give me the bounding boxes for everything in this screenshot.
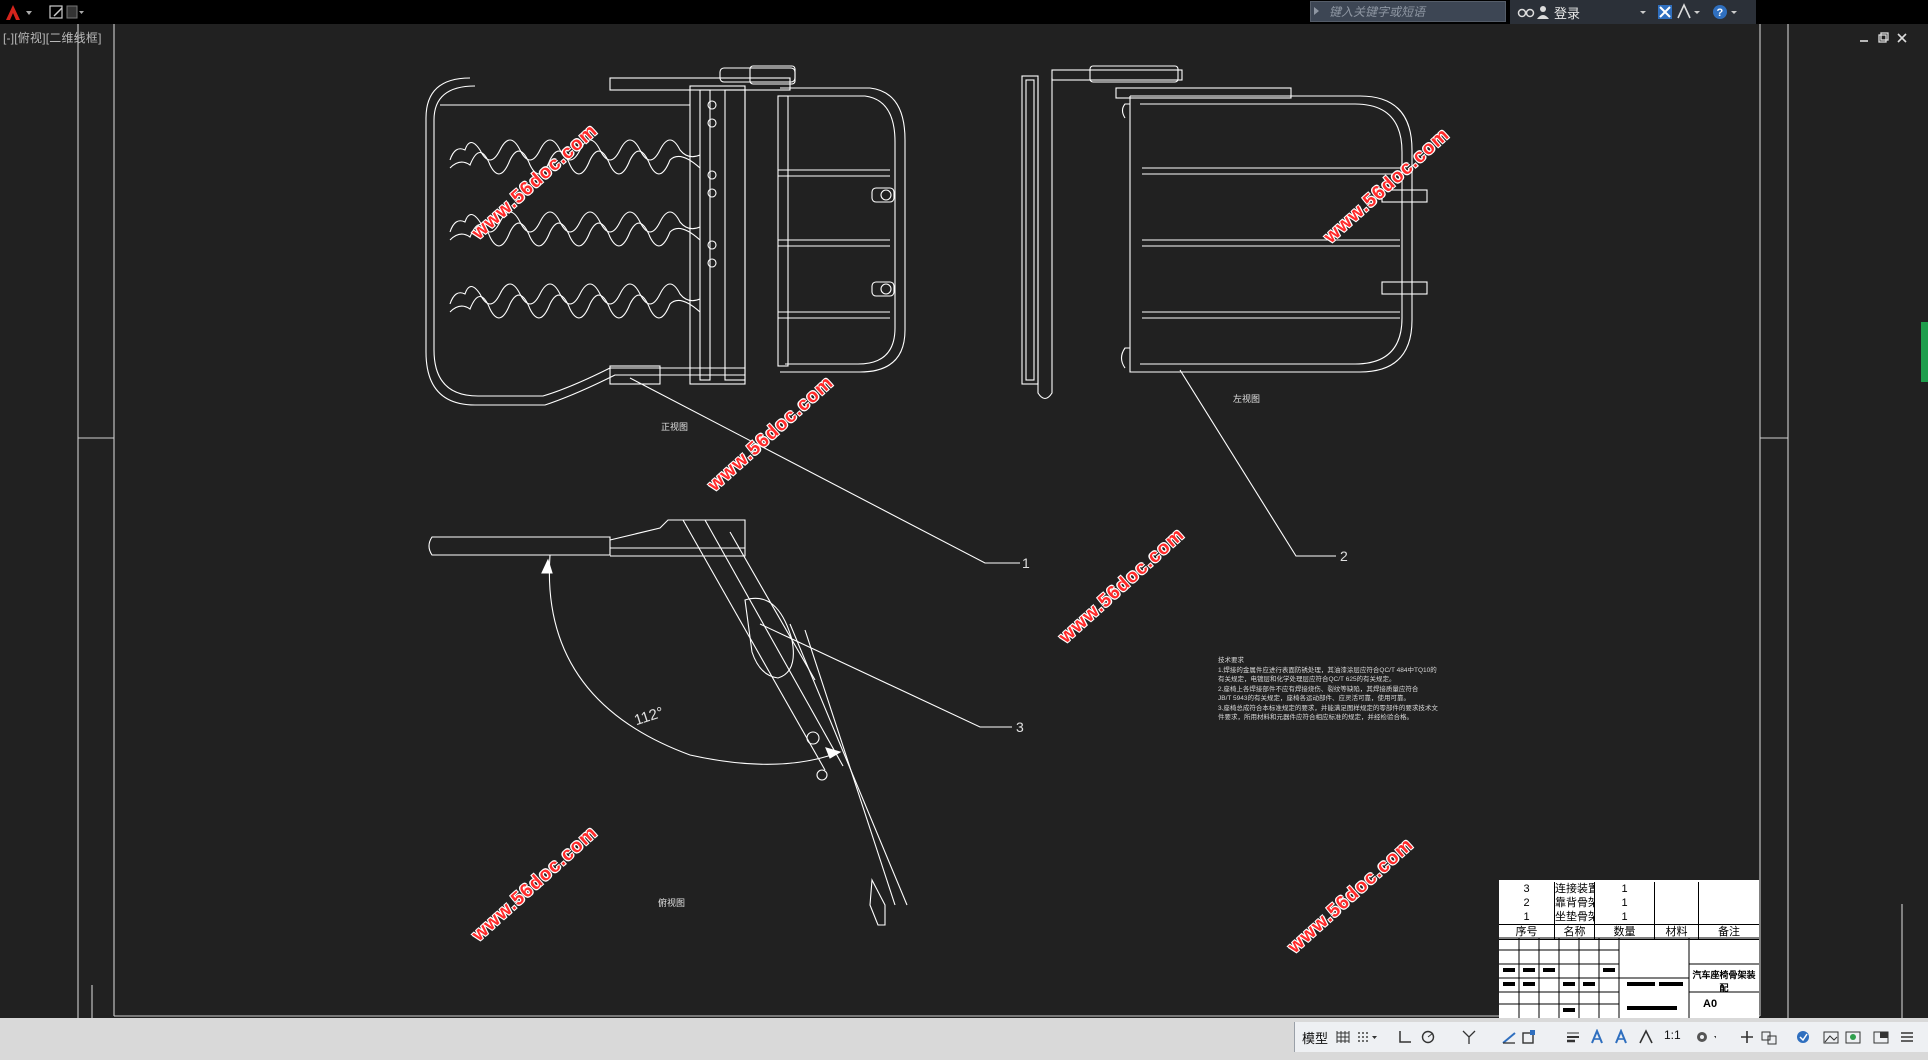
image-icon	[1823, 1031, 1839, 1044]
grid-button[interactable]	[1332, 1026, 1354, 1048]
fullscreen-button[interactable]	[1870, 1026, 1892, 1048]
annotation-scale-icon	[1639, 1029, 1653, 1044]
technical-notes: 技术要求 1.焊接的金属件应进行表面防锈处理，其油漆涂层应符合QC/T 484中…	[1218, 656, 1478, 723]
document-edit-icon	[49, 5, 84, 19]
notes-line: 2.座椅上各焊接部件不应有焊接烧伤、裂纹等缺陷，其焊接质量应符合	[1218, 685, 1419, 693]
scroll-indicator[interactable]	[1921, 322, 1928, 382]
fullscreen-icon	[1873, 1031, 1889, 1044]
left-view-label: 左视图	[1233, 394, 1261, 404]
annotation-visibility-icon	[1591, 1029, 1603, 1044]
auto-scale-icon	[1615, 1029, 1627, 1044]
leader-1	[629, 377, 1020, 564]
infocenter-icons: ?	[1517, 3, 1737, 19]
object-snap-button[interactable]	[1520, 1026, 1542, 1048]
autodesk-a360-icon	[1677, 3, 1691, 19]
autocad-logo-icon	[6, 5, 32, 20]
isolate-objects-button[interactable]	[1760, 1026, 1782, 1048]
ortho-icon	[1399, 1031, 1411, 1043]
clean-screen-button[interactable]	[1820, 1026, 1842, 1048]
restore-icon	[1878, 32, 1889, 43]
lineweight-icon	[1567, 1032, 1579, 1043]
annotation-visibility-button[interactable]	[1588, 1026, 1610, 1048]
bom-header: 序号 名称 数量 材料 备注	[1499, 924, 1759, 940]
hardware-acceleration-button[interactable]	[1792, 1026, 1814, 1048]
title-bar: 键入关键字或短语 ? 登录	[0, 0, 1928, 24]
notes-line: 件要求，所用材料和元器件应符合相应标准的规定，并经检验合格。	[1218, 714, 1413, 721]
window-controls[interactable]	[1856, 30, 1912, 46]
notes-line: 1.焊接的金属件应进行表面防锈处理，其油漆涂层应符合QC/T 484中TQ10的	[1218, 666, 1437, 674]
isolate-icon	[1761, 1031, 1777, 1045]
side-view-label: 俯视图	[658, 898, 686, 908]
notes-line: JB/T 5943的有关规定，座椅各运动部件、应灵活可靠，使用可靠。	[1218, 695, 1411, 702]
polar-icon	[1421, 1030, 1435, 1044]
customization-menu-button[interactable]	[1896, 1026, 1918, 1048]
quick-access-toolbar[interactable]	[46, 2, 86, 22]
auto-scale-button[interactable]	[1612, 1026, 1634, 1048]
svg-text:?: ?	[1717, 7, 1724, 19]
isodraft-icon	[1462, 1030, 1476, 1044]
search-input[interactable]: 键入关键字或短语	[1310, 1, 1506, 22]
close-icon	[1897, 33, 1907, 43]
side-view-drawing	[428, 519, 908, 926]
plus-button[interactable]	[1736, 1026, 1758, 1048]
leader-3	[759, 623, 1012, 728]
binoculars-icon	[1517, 8, 1535, 18]
graphics-icon	[1845, 1031, 1861, 1044]
gear-icon	[1697, 1032, 1716, 1042]
lineweight-button[interactable]	[1562, 1026, 1584, 1048]
annotation-scale-button[interactable]: 1:1	[1664, 1028, 1681, 1042]
notes-line: 有关规定，电镀层和化学处理层应符合QC/T 625的有关规定。	[1218, 676, 1396, 683]
object-snap-tracking-button[interactable]	[1498, 1026, 1520, 1048]
polar-button[interactable]	[1420, 1026, 1442, 1048]
login-button[interactable]: 登录	[1554, 6, 1581, 21]
ortho-button[interactable]	[1394, 1026, 1416, 1048]
hardware-acceleration-icon	[1797, 1031, 1809, 1043]
drawing-canvas[interactable]	[0, 24, 1928, 1018]
user-icon	[1537, 6, 1549, 19]
front-view-drawing	[425, 65, 906, 406]
title-block-grid	[1499, 937, 1759, 1018]
leader-2	[1179, 369, 1336, 557]
front-view-label: 正视图	[661, 422, 689, 432]
left-view-drawing	[1021, 65, 1428, 400]
search-expand-icon[interactable]	[1314, 7, 1319, 15]
tracking-icon	[1502, 1032, 1516, 1044]
bom-row: 3 连接装置 1	[1499, 882, 1759, 896]
isodraft-button[interactable]	[1460, 1026, 1482, 1048]
model-space-button[interactable]: 模型	[1302, 1031, 1329, 1046]
graphics-performance-button[interactable]	[1842, 1026, 1864, 1048]
bom-row: 1 坐垫骨架 1	[1499, 910, 1759, 924]
help-icon: ?	[1713, 5, 1727, 19]
bom-row: 2 靠背骨架 1	[1499, 896, 1759, 910]
exchange-icon	[1658, 5, 1672, 19]
annotation-scale-icon-button[interactable]	[1636, 1026, 1658, 1048]
object-snap-icon	[1522, 1030, 1535, 1044]
notes-line: 3.座椅总成符合本标准规定的要求，并能满足图样规定的零部件的要求技术文	[1218, 704, 1438, 712]
notes-title: 技术要求	[1218, 657, 1244, 664]
balloon-3: 3	[1016, 719, 1024, 735]
drawing-title: 汽车座椅骨架装配	[1692, 970, 1756, 993]
workspace-switch-button[interactable]	[1694, 1026, 1716, 1048]
hamburger-menu-icon	[1901, 1032, 1913, 1042]
sheet-size: A0	[1703, 998, 1718, 1010]
snap-button[interactable]	[1356, 1026, 1378, 1048]
viewport-controls[interactable]: [-][俯视][二维线框]	[3, 31, 102, 45]
application-menu-button[interactable]	[2, 2, 36, 22]
info-center: ?	[1510, 0, 1756, 24]
title-block: 3 连接装置 1 2 靠背骨架 1 1 坐垫骨架 1 序号 名称 数量 材料 备…	[1499, 880, 1759, 1018]
snap-icon	[1358, 1032, 1377, 1042]
balloon-1: 1	[1022, 555, 1030, 571]
balloon-2: 2	[1340, 548, 1348, 564]
plus-icon	[1741, 1031, 1753, 1043]
grid-icon	[1336, 1031, 1350, 1043]
